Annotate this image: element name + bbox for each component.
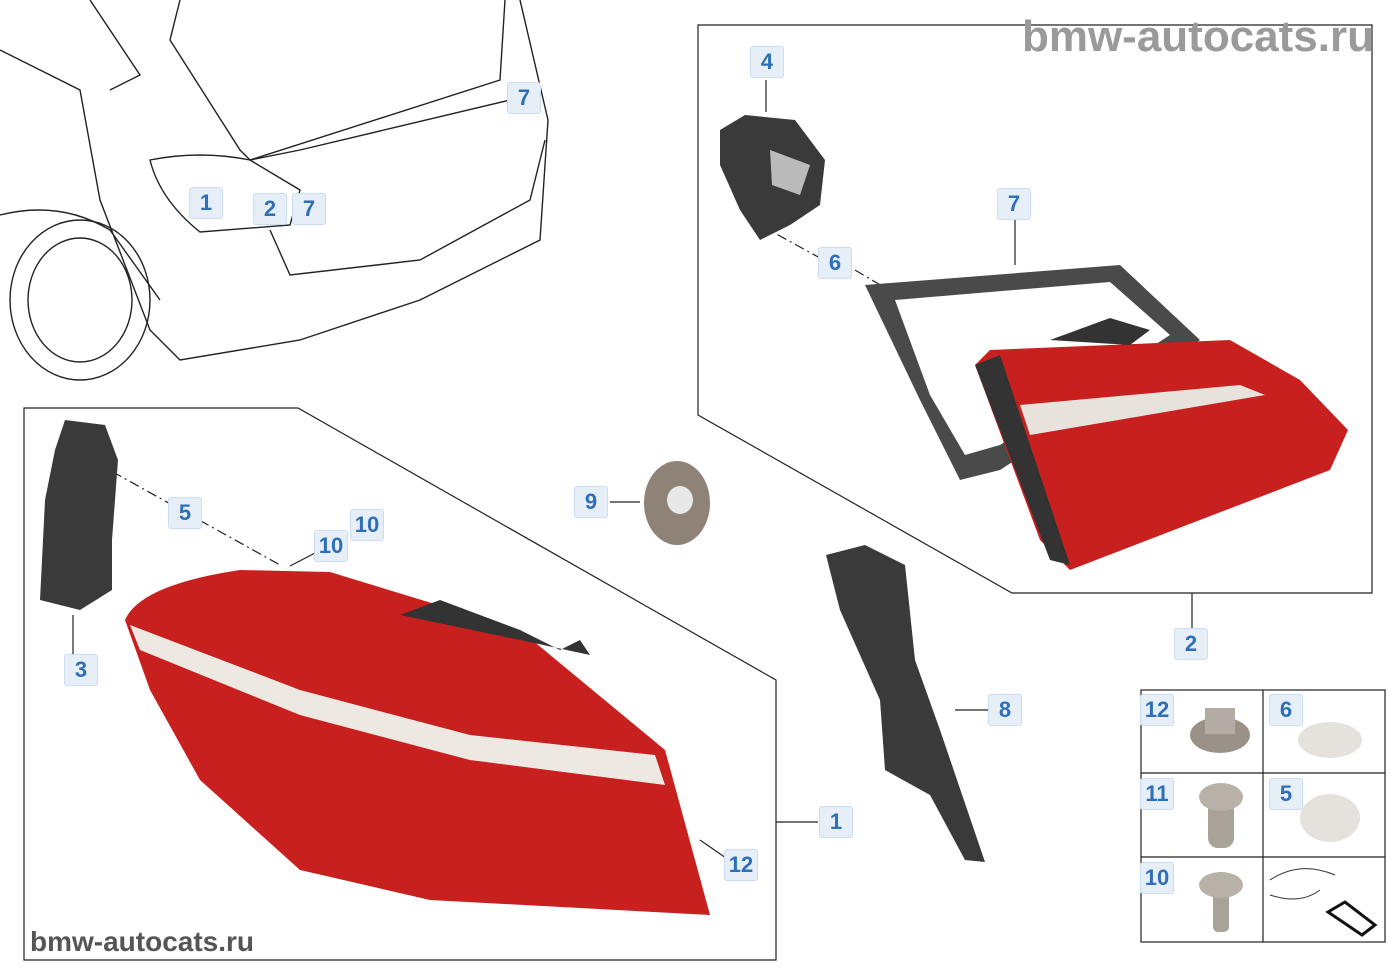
callout-outer-assembly[interactable]: 1 (819, 806, 853, 838)
inner-tail-light (865, 265, 1348, 570)
callout-bulb-holder-outer[interactable]: 3 (64, 654, 98, 686)
watermark: bmw-autocats.ru (30, 926, 255, 957)
callout-overview-7[interactable]: 7 (292, 193, 326, 225)
callout-screw-a[interactable]: 10 (314, 530, 348, 562)
callout-screw-b[interactable]: 10 (350, 509, 384, 541)
legend-label-11[interactable]: 11 (1140, 778, 1174, 810)
watermark: bmw-autocats.ru (1021, 12, 1374, 61)
callout-grommet[interactable]: 9 (574, 486, 608, 518)
callout-overview-2[interactable]: 2 (253, 193, 287, 225)
legend-label-10[interactable]: 10 (1140, 862, 1174, 894)
legend-label-12[interactable]: 12 (1140, 694, 1174, 726)
seal-strip (826, 545, 985, 862)
outer-bulb-holder (40, 420, 118, 610)
callout-inner-assembly[interactable]: 2 (1174, 628, 1208, 660)
callout-overview-7b[interactable]: 7 (507, 82, 541, 114)
callout-overview-1[interactable]: 1 (189, 187, 223, 219)
callout-bulb-outer[interactable]: 5 (168, 497, 202, 529)
legend-label-6[interactable]: 6 (1269, 694, 1303, 726)
inner-bulb-holder (720, 115, 825, 240)
callout-bulb-holder-inner[interactable]: 4 (750, 46, 784, 78)
outer-tail-light (125, 570, 710, 915)
callout-bulb-inner[interactable]: 6 (818, 247, 852, 279)
callout-frame[interactable]: 7 (997, 188, 1031, 220)
car-rear-outline (0, 0, 549, 381)
callout-seal[interactable]: 8 (988, 694, 1022, 726)
callout-nut[interactable]: 12 (724, 849, 758, 881)
grommet (644, 461, 710, 545)
legend-label-5[interactable]: 5 (1269, 778, 1303, 810)
legend-parts (1190, 708, 1378, 937)
